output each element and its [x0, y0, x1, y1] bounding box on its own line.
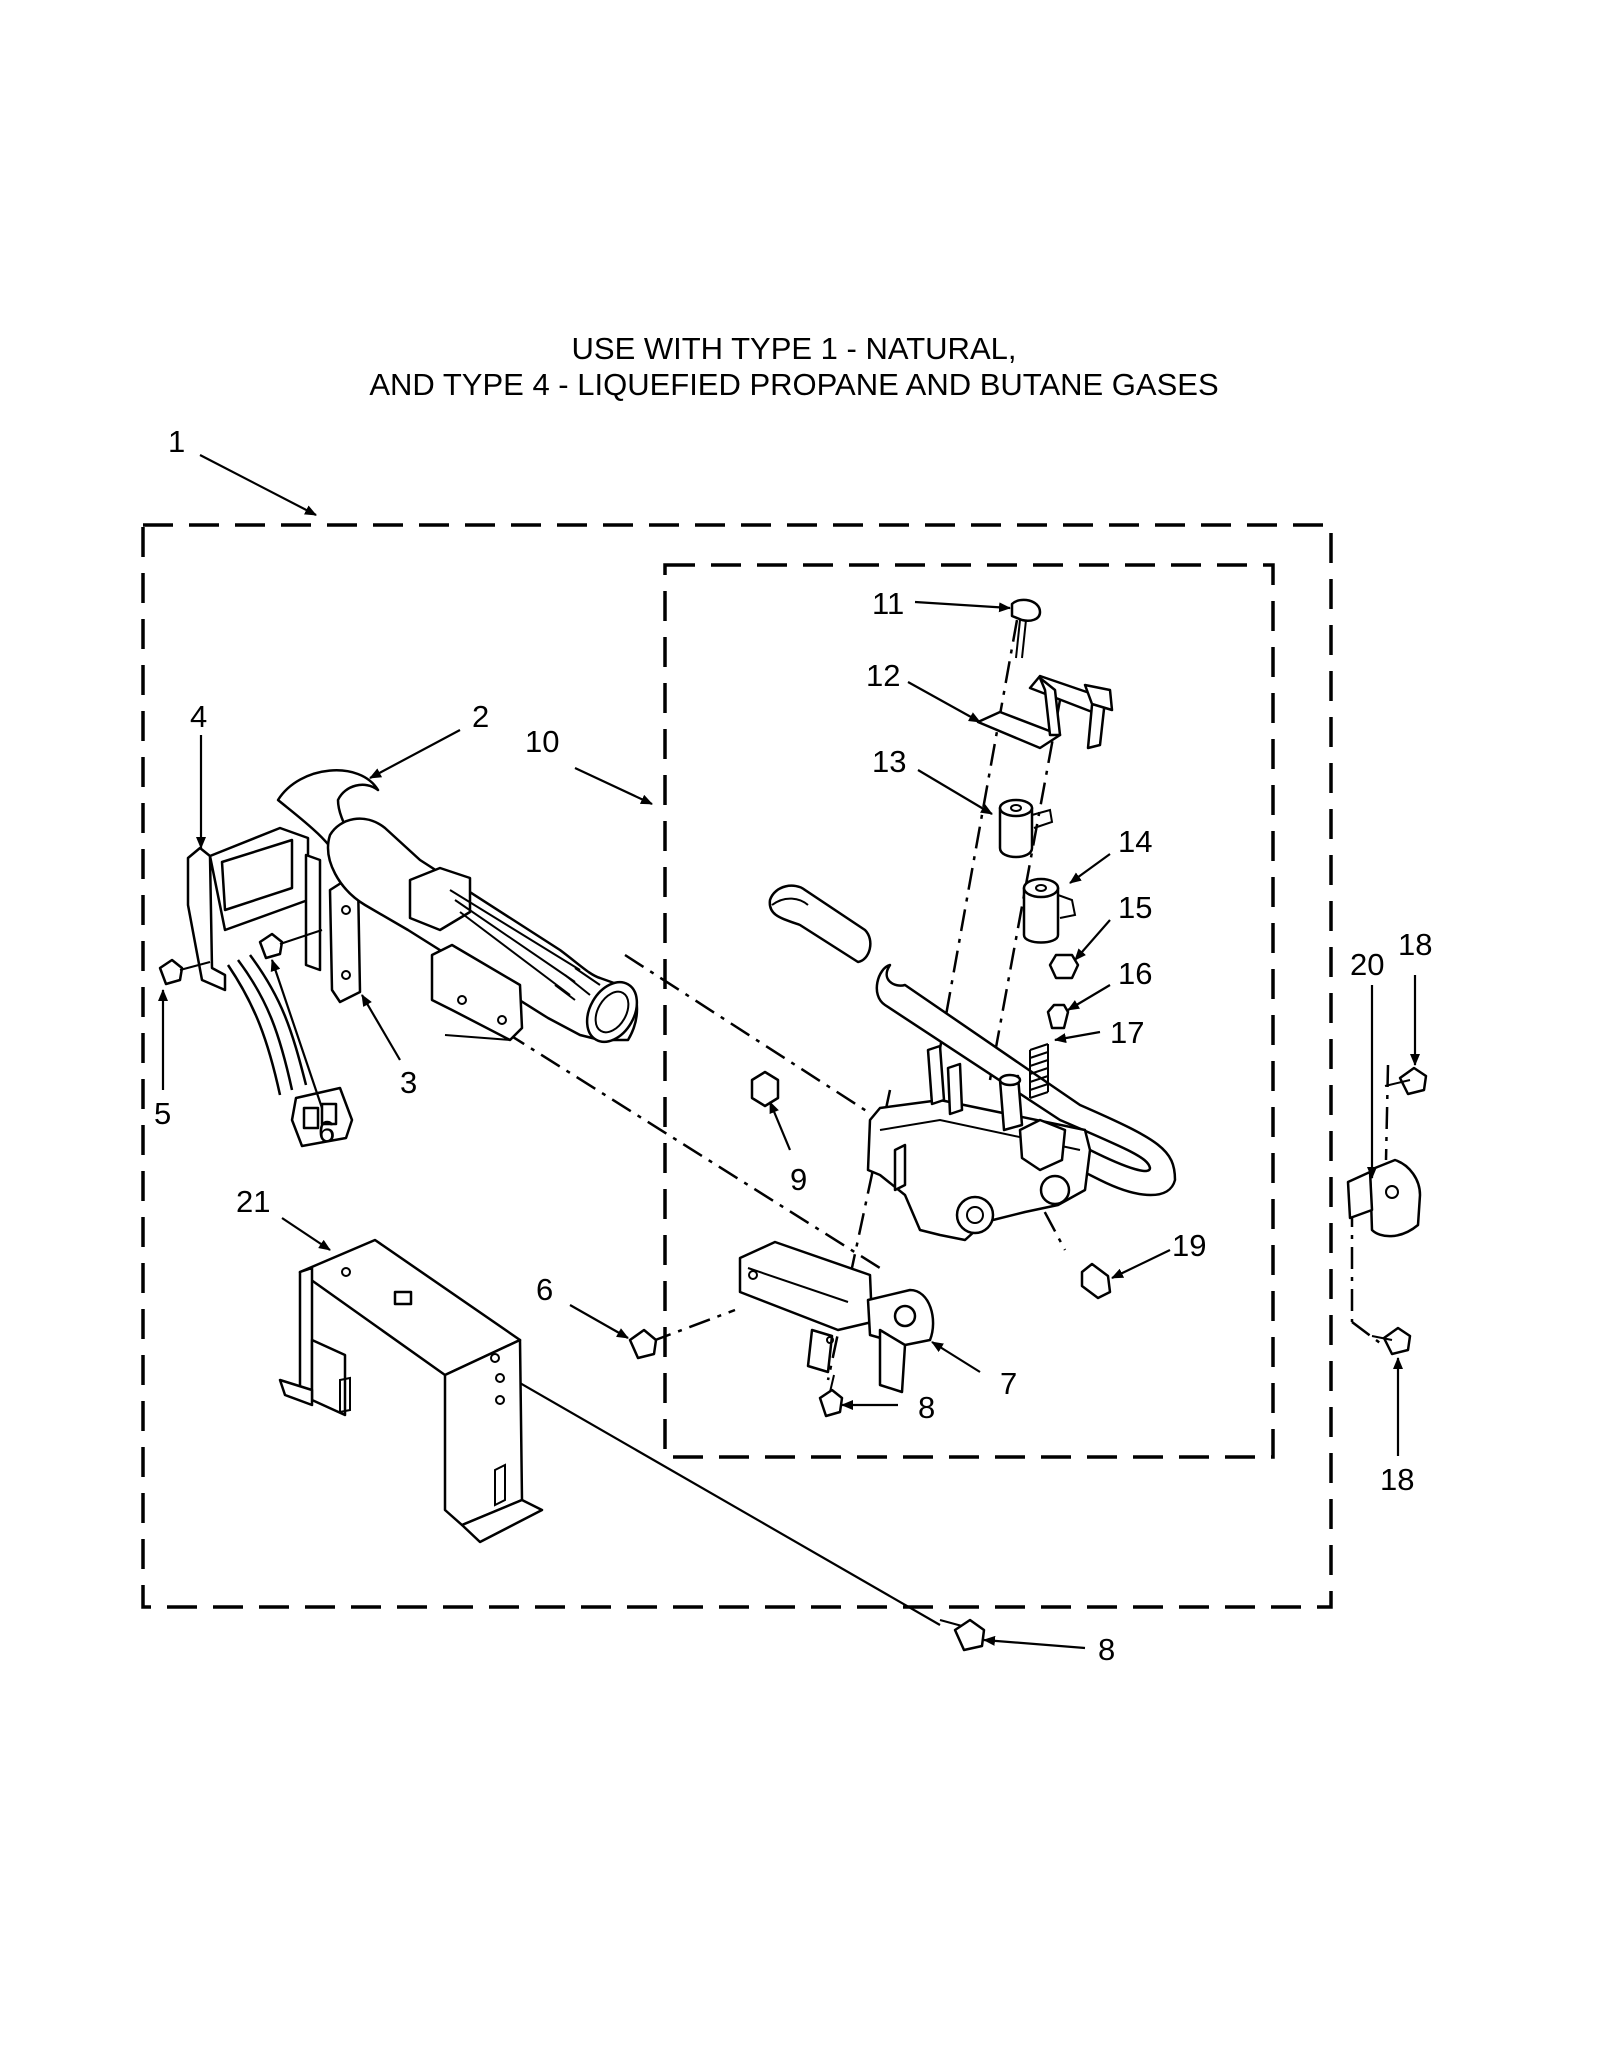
burner-bracket	[430, 943, 524, 1042]
screw-part-8-center	[818, 1374, 844, 1418]
screw-part-18-bottom	[1371, 1326, 1412, 1356]
screw-part-6-center	[628, 1328, 658, 1360]
callout-12: 12	[866, 658, 900, 693]
callout-8-center: 8	[918, 1390, 935, 1425]
callout-8-bottom: 8	[1098, 1632, 1115, 1667]
gas-valve-assembly-part-10	[768, 884, 1177, 1242]
spring-part-17	[1029, 1043, 1049, 1099]
clip-part-20	[1346, 1158, 1422, 1238]
callout-2: 2	[472, 699, 489, 734]
valve-assembly-boundary	[663, 563, 1275, 1459]
leader-arrows	[158, 454, 1420, 1650]
callout-11: 11	[872, 586, 904, 621]
coil-bracket-part-12	[976, 674, 1114, 750]
screw-part-6-left	[258, 929, 323, 960]
callout-1: 1	[168, 424, 185, 459]
callout-5: 5	[154, 1096, 171, 1131]
diagram-title-line-2: AND TYPE 4 - LIQUEFIED PROPANE AND BUTAN…	[369, 367, 1218, 402]
callout-18-bottom: 18	[1380, 1462, 1414, 1497]
screw-part-18-top	[1384, 1066, 1428, 1096]
bracket-part-4	[186, 826, 354, 1148]
coil-part-13	[998, 798, 1054, 859]
base-bracket-part-21	[278, 1238, 544, 1544]
outer-assembly-boundary	[141, 523, 1333, 1609]
callout-9: 9	[790, 1162, 807, 1197]
callout-17: 17	[1110, 1015, 1144, 1050]
screw-part-5	[158, 958, 211, 986]
diagram-title-line-1: USE WITH TYPE 1 - NATURAL,	[572, 331, 1017, 366]
callout-19: 19	[1172, 1228, 1206, 1263]
callout-13: 13	[872, 744, 906, 779]
plunger-part-16	[1046, 1003, 1070, 1030]
callout-16: 16	[1118, 956, 1152, 991]
nut-part-9	[750, 1070, 780, 1108]
callout-4: 4	[190, 699, 207, 734]
coil-part-14	[1022, 877, 1077, 944]
screw-part-8-bottom	[939, 1618, 986, 1652]
cap-part-15	[1048, 953, 1080, 980]
callout-15: 15	[1118, 890, 1152, 925]
callout-6-left: 6	[318, 1114, 335, 1149]
callout-14: 14	[1118, 824, 1152, 859]
burner-tube-part-2	[276, 769, 639, 1044]
screw-part-11	[1010, 598, 1042, 659]
callout-6-center: 6	[536, 1272, 553, 1307]
callout-18-top: 18	[1398, 927, 1432, 962]
callout-20: 20	[1350, 947, 1384, 982]
callout-21: 21	[236, 1184, 270, 1219]
callout-10: 10	[525, 724, 559, 759]
fitting-part-19	[1080, 1262, 1112, 1300]
callout-3: 3	[400, 1065, 417, 1100]
callout-7: 7	[1000, 1366, 1017, 1401]
callout-labels: 1 2 3 4 5 6 6 7 8 8 9 10 11 12 13 14 15 …	[154, 424, 1432, 1667]
sensor-bracket-part-7	[738, 1240, 935, 1394]
